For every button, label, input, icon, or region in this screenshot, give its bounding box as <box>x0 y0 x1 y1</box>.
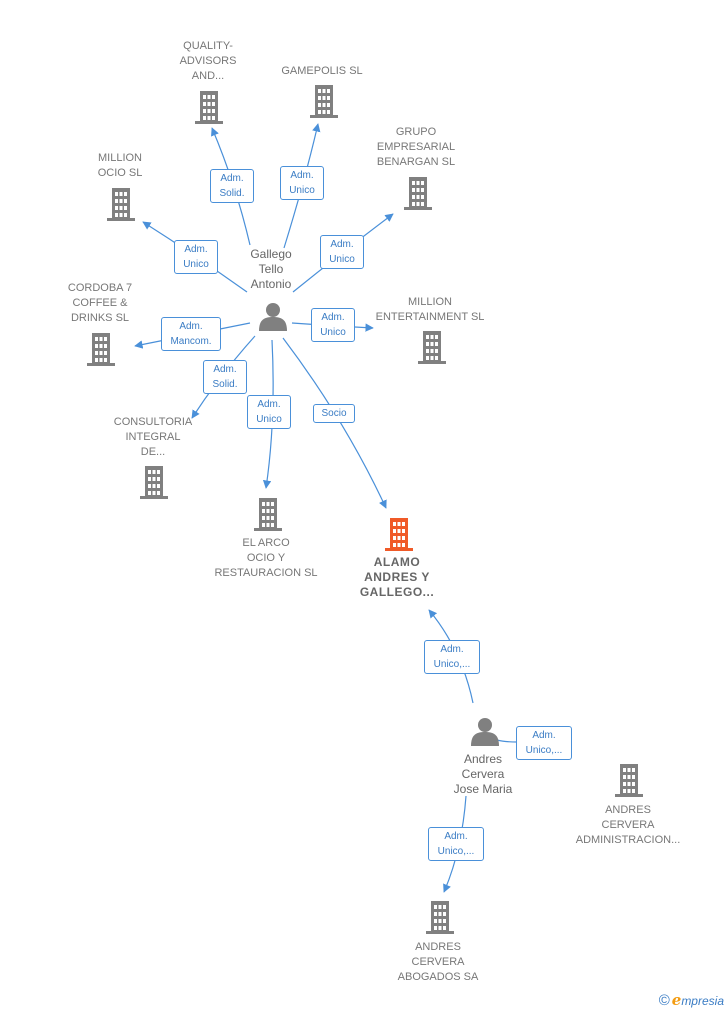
building-icon-million-ocio[interactable] <box>107 188 135 221</box>
building-icon-admin[interactable] <box>615 764 643 797</box>
person-icon-andres[interactable] <box>471 718 499 746</box>
person-icon-gallego[interactable] <box>259 303 287 331</box>
building-icon-consultoria[interactable] <box>140 466 168 499</box>
relation-badge-gamepolis: Adm. Unico <box>280 166 324 200</box>
company-label-quality[interactable]: QUALITY- ADVISORS AND... <box>179 40 237 82</box>
building-icon-abogados[interactable] <box>426 901 454 934</box>
brand-e-logo: e <box>671 991 682 1009</box>
brand-watermark: ©empresia <box>659 991 724 1009</box>
company-label-grupo[interactable]: GRUPO EMPRESARIAL BENARGAN SL <box>376 126 456 168</box>
relation-badge-quality: Adm. Solid. <box>210 169 254 203</box>
building-icon-grupo[interactable] <box>404 177 432 210</box>
edge-alamo-socio <box>282 337 387 509</box>
relation-badge-elarco: Adm. Unico <box>247 395 291 429</box>
relation-badge-consultoria: Adm. Solid. <box>203 360 247 394</box>
building-icon-quality[interactable] <box>195 91 223 124</box>
building-icon-cordoba[interactable] <box>87 333 115 366</box>
relation-badge-abogados: Adm. Unico,... <box>428 827 484 861</box>
company-label-million-ocio[interactable]: MILLION OCIO SL <box>97 152 143 179</box>
relation-badge-alamo-socio: Socio <box>313 404 355 423</box>
company-label-gamepolis[interactable]: GAMEPOLIS SL <box>281 65 363 77</box>
brand-name: mpresia <box>681 994 724 1008</box>
copyright-icon: © <box>658 992 670 1009</box>
person-label-andres[interactable]: Andres Cervera Jose Maria <box>453 752 513 796</box>
building-icon-gamepolis[interactable] <box>310 85 338 118</box>
relation-badge-cordoba: Adm. Mancom. <box>161 317 221 351</box>
company-label-elarco[interactable]: EL ARCO OCIO Y RESTAURACION SL <box>214 537 318 579</box>
person-label-gallego[interactable]: Gallego Tello Antonio <box>250 247 292 291</box>
company-label-abogados[interactable]: ANDRES CERVERA ABOGADOS SA <box>397 941 479 983</box>
relation-badge-alamo-andres: Adm. Unico,... <box>424 640 480 674</box>
relation-badge-grupo: Adm. Unico <box>320 235 364 269</box>
company-label-admin[interactable]: ANDRES CERVERA ADMINISTRACION... <box>575 804 681 846</box>
building-icon-alamo[interactable] <box>385 518 413 551</box>
building-icon-elarco[interactable] <box>254 498 282 531</box>
building-icon-million-ent[interactable] <box>418 331 446 364</box>
relation-badge-admin: Adm. Unico,... <box>516 726 572 760</box>
relation-badge-million-ent: Adm. Unico <box>311 308 355 342</box>
company-label-cordoba[interactable]: CORDOBA 7 COFFEE & DRINKS SL <box>67 282 133 324</box>
company-label-consultoria[interactable]: CONSULTORIA INTEGRAL DE... <box>113 416 193 458</box>
company-label-alamo[interactable]: ALAMO ANDRES Y GALLEGO... <box>359 555 435 599</box>
company-label-million-ent[interactable]: MILLION ENTERTAINMENT SL <box>375 296 485 323</box>
edge-admin <box>496 739 518 743</box>
relation-badge-million-ocio: Adm. Unico <box>174 240 218 274</box>
